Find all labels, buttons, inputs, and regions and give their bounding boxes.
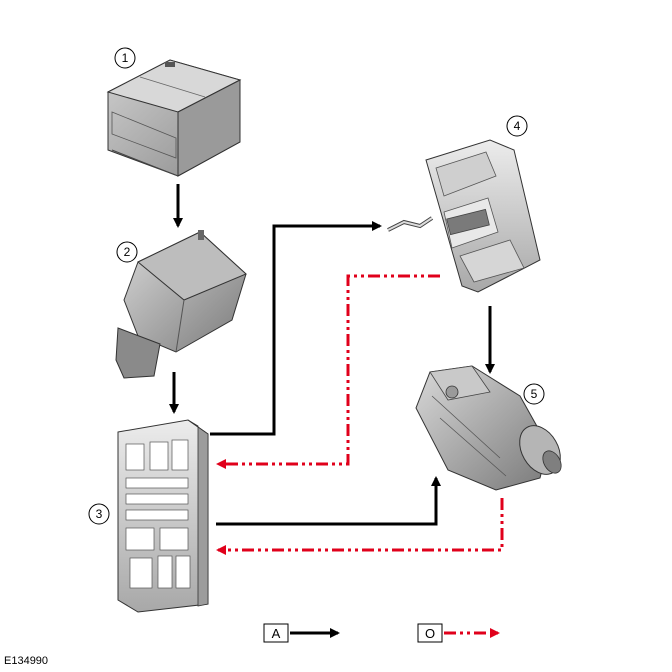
callout-1: 1 <box>114 47 136 69</box>
legend-item-a: A <box>263 623 340 643</box>
junction-box <box>115 230 247 379</box>
callout-2: 2 <box>116 241 138 263</box>
callout-4: 4 <box>506 115 528 137</box>
arrow-console-to-module <box>216 274 440 469</box>
fuse-grid <box>125 439 191 589</box>
callout-4-label: 4 <box>514 119 521 133</box>
callout-3-label: 3 <box>96 507 103 521</box>
figure-reference: E134990 <box>4 655 48 667</box>
callout-3: 3 <box>88 503 110 525</box>
legend-o-label: O <box>425 626 435 641</box>
battery <box>106 59 242 177</box>
legend-item-o: O <box>417 623 500 643</box>
callout-5-label: 5 <box>531 387 538 401</box>
connection-lines <box>169 184 504 555</box>
sunroof-motor <box>415 365 562 491</box>
callout-1-label: 1 <box>122 51 129 65</box>
legend: A O <box>263 623 500 643</box>
callout-5: 5 <box>523 383 545 405</box>
overhead-console <box>387 139 541 293</box>
arrow-module-to-console <box>210 221 382 436</box>
arrow-module-to-motor <box>216 476 441 526</box>
callout-2-label: 2 <box>124 245 131 259</box>
arrow-motor-to-module <box>216 498 504 555</box>
fuse-relay-module <box>117 419 209 613</box>
legend-a-label: A <box>272 626 281 641</box>
